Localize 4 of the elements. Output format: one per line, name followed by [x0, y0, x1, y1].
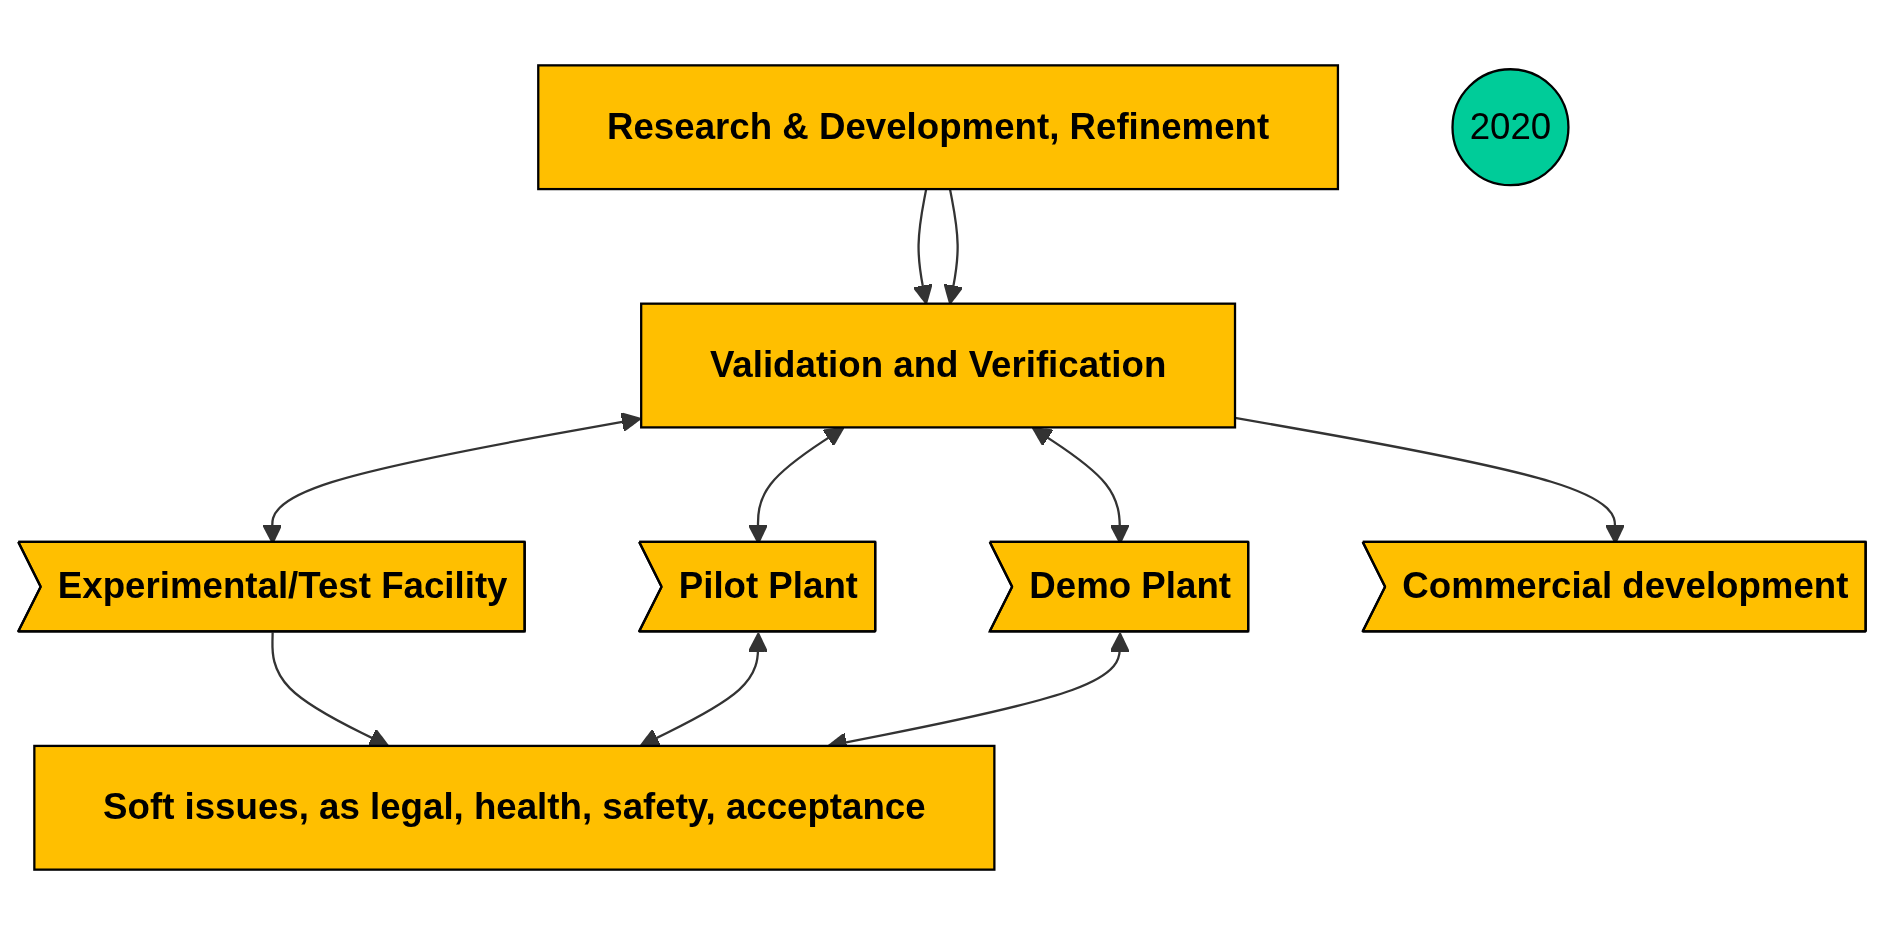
node-box: Soft issues, as legal, health, safety, acceptance — [33, 744, 996, 871]
node-circle: 2020 — [1451, 68, 1570, 187]
node-box: Research & Development, Refinement — [537, 64, 1340, 191]
node-box: Validation and Verification — [640, 302, 1237, 429]
